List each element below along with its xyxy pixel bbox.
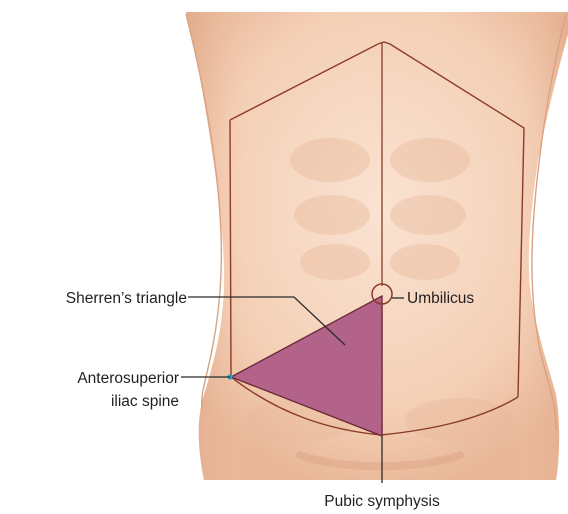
asis-label-line2: iliac spine xyxy=(111,393,179,410)
sherrens-triangle-label: Sherren’s triangle xyxy=(66,290,187,307)
pubic-symphysis-label: Pubic symphysis xyxy=(324,493,440,510)
umbilicus-label: Umbilicus xyxy=(407,290,474,307)
asis-label-line1: Anterosuperior xyxy=(77,370,179,387)
